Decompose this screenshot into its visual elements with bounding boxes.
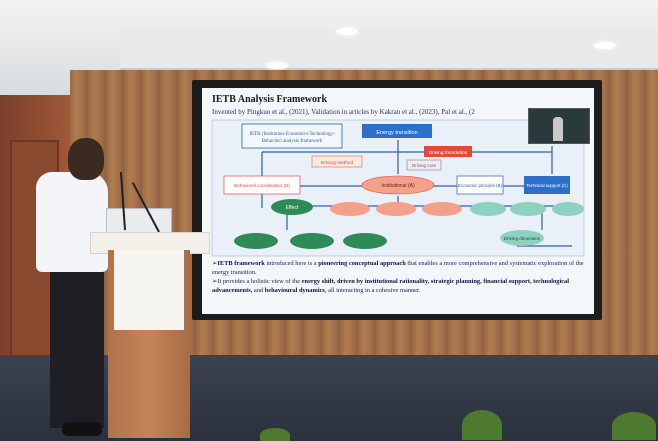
driving-foundation-label: Driving foundation [429, 150, 468, 156]
green-node-3 [343, 233, 387, 249]
driving-dimension-node [500, 230, 544, 246]
plant [462, 410, 502, 440]
speaker-head [68, 138, 104, 180]
speaker-shirt [36, 172, 108, 272]
technical-support-label: Technical support (C) [526, 183, 568, 188]
lectern-panel [114, 250, 184, 330]
remote-participant [553, 117, 563, 141]
slide-subtitle: Invented by Pingkuo et al., (2021), Vali… [212, 108, 475, 116]
behavioral-coordination-label: Behavioral coordination (D) [234, 183, 290, 188]
principle-node-3 [552, 202, 584, 216]
driving-method-box [311, 155, 363, 168]
bullet-2-d: behavioural dynamics [264, 286, 325, 294]
economic-principle-label: Economic principle (B) [458, 183, 502, 188]
green-node-2 [290, 233, 334, 249]
institutional-label: Institutional (A) [381, 183, 415, 189]
plant [612, 412, 656, 440]
framework-box-label-2: Behavior) analysis framework [262, 139, 323, 144]
bullet-1-marker: ➢ [212, 260, 218, 267]
principle-node-1 [470, 202, 506, 216]
framework-box [241, 123, 343, 149]
bullet-1-mid: introduced here is a [264, 260, 319, 267]
framework-diagram: IETB (Institution-Economics-Technology- … [211, 119, 585, 257]
framework-box-label: IETB (Institution-Economics-Technology- [249, 132, 335, 137]
slide-body-text: ➢IETB framework introduced here is a pio… [212, 260, 587, 296]
bullet-2-c: and [252, 286, 265, 294]
bullet-2-marker: ➢ [212, 278, 218, 286]
strategy-node [422, 202, 462, 216]
driving-dimension-label: Driving dimension [504, 236, 541, 241]
bullet-2: ➢It provides a holistic view of the ener… [212, 278, 587, 295]
video-call-inset [528, 108, 590, 144]
institutional-node [361, 175, 435, 195]
speaker-trousers [50, 268, 104, 428]
bullet-2-e: , all interacting in a cohesive manner. [324, 286, 421, 294]
energy-transition-box [362, 124, 432, 138]
ceiling-light [336, 28, 358, 35]
bullet-1-bold-2: pioneering conceptual approach [318, 260, 406, 267]
effect-label: Effect [286, 205, 299, 211]
green-node-1 [234, 233, 278, 249]
speaker-shoe [62, 422, 102, 436]
economic-principle-box [456, 175, 504, 195]
projected-slide: IETB Analysis Framework Invented by Ping… [202, 88, 594, 314]
behavioral-coordination-box [223, 175, 301, 195]
driving-method-label: Driving method [321, 160, 354, 166]
policy-node [330, 202, 370, 216]
technical-support-box [524, 176, 570, 194]
driving-foundation-box [424, 146, 472, 157]
planning-node [376, 202, 416, 216]
ceiling-band [120, 30, 658, 70]
driving-core-box [406, 159, 442, 171]
driving-core-label: Driving core [412, 163, 437, 168]
effect-node [271, 199, 313, 215]
ceiling-light [594, 42, 616, 49]
principle-node-2 [510, 202, 546, 216]
bullet-1: ➢IETB framework introduced here is a pio… [212, 260, 587, 277]
bullet-2-b: energy shift, driven by institutional ra… [212, 278, 570, 294]
energy-transition-label: Energy transition [376, 130, 417, 136]
plant [260, 428, 290, 441]
slide-title: IETB Analysis Framework [212, 94, 328, 105]
bullet-1-rest: that enables a more comprehensive and sy… [212, 260, 584, 276]
bullet-2-a: It provides a holistic view of the [217, 278, 302, 286]
bullet-1-bold: IETB framework [217, 260, 265, 267]
ceiling-light [266, 62, 288, 69]
